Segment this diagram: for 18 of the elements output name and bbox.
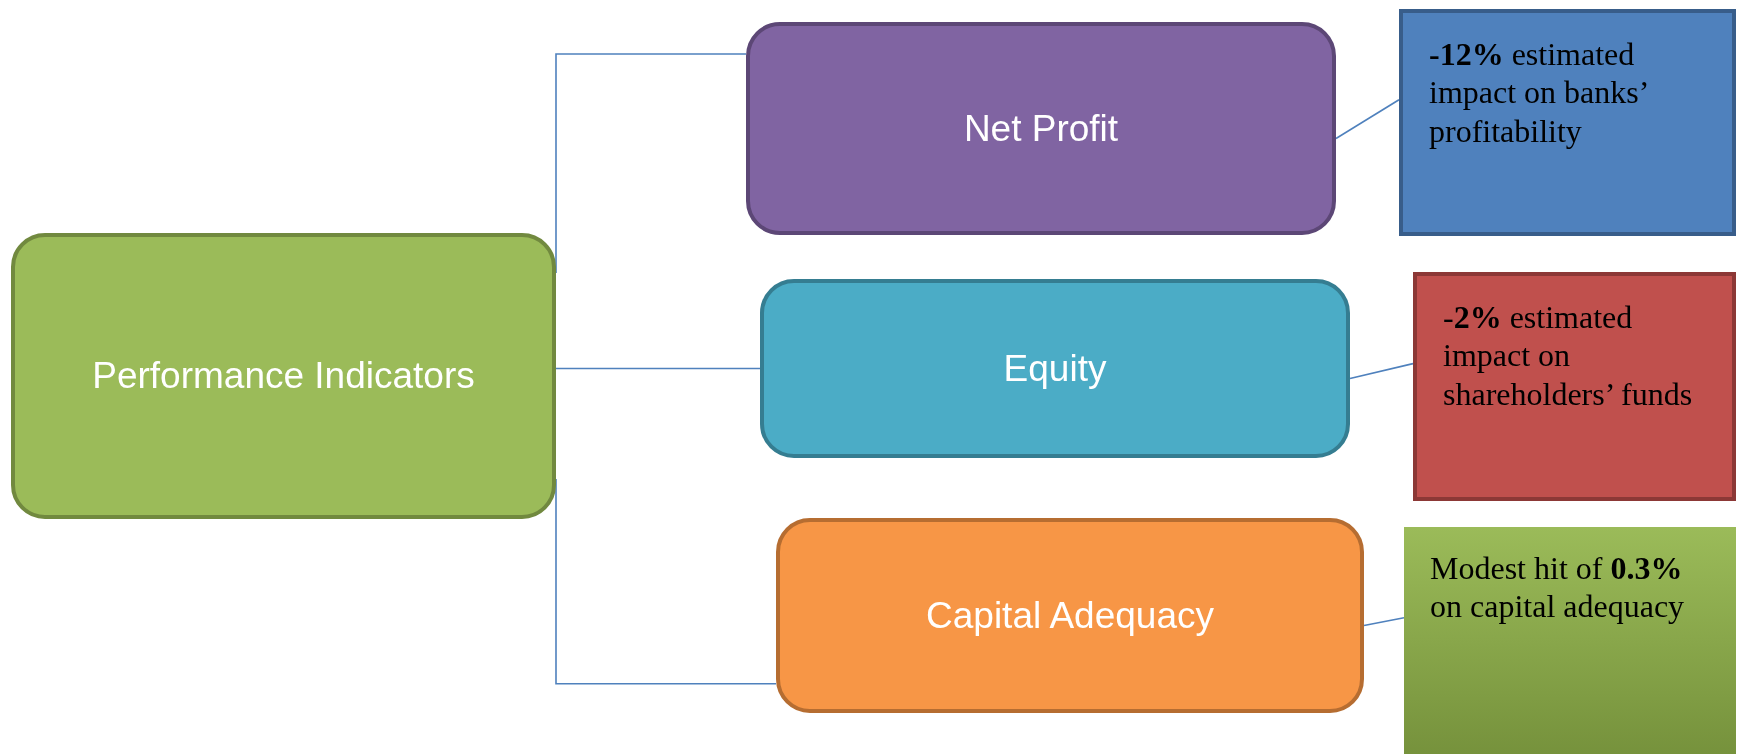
box-label: Performance Indicators — [92, 355, 475, 397]
process-box — [11, 233, 556, 519]
process-box — [776, 518, 1364, 713]
note-text: -12% estimated impact on banks’ profitability — [1429, 35, 1648, 151]
box-label: Equity — [1003, 347, 1107, 390]
note-box — [1404, 527, 1736, 754]
note-text: -2% estimated impact on shareholders’ funds — [1443, 298, 1694, 414]
note-box — [1413, 272, 1736, 501]
connector-line — [555, 367, 761, 370]
note-box — [1399, 9, 1736, 236]
process-box — [746, 22, 1336, 235]
leader-line — [1349, 362, 1414, 380]
process-box — [760, 279, 1350, 458]
box-label: Capital Adequacy — [926, 594, 1214, 637]
box-label: Net Profit — [963, 107, 1119, 150]
note-text: Modest hit of 0.3% on capital adequacy — [1430, 549, 1686, 626]
leader-line — [1363, 617, 1405, 627]
leader-line — [1335, 99, 1400, 140]
